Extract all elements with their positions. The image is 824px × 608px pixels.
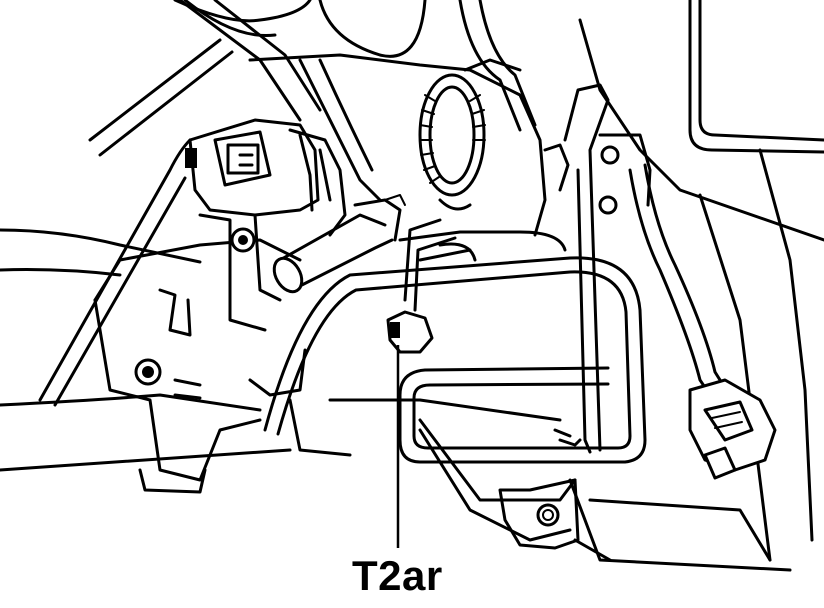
short-hose	[272, 194, 406, 294]
wiring-harness-top	[173, 0, 537, 202]
sensor-connector	[185, 118, 347, 332]
right-harness	[628, 163, 777, 480]
coiled-harness	[418, 58, 522, 211]
fluid-lines	[263, 230, 647, 464]
left-pipes	[38, 0, 322, 407]
callout-label-t2ar: T2ar	[352, 552, 443, 599]
left-bolt	[134, 358, 202, 400]
right-bracket	[543, 83, 652, 454]
engine-block	[93, 53, 577, 542]
lower-mount	[498, 478, 612, 562]
t2ar-connector	[386, 218, 457, 354]
